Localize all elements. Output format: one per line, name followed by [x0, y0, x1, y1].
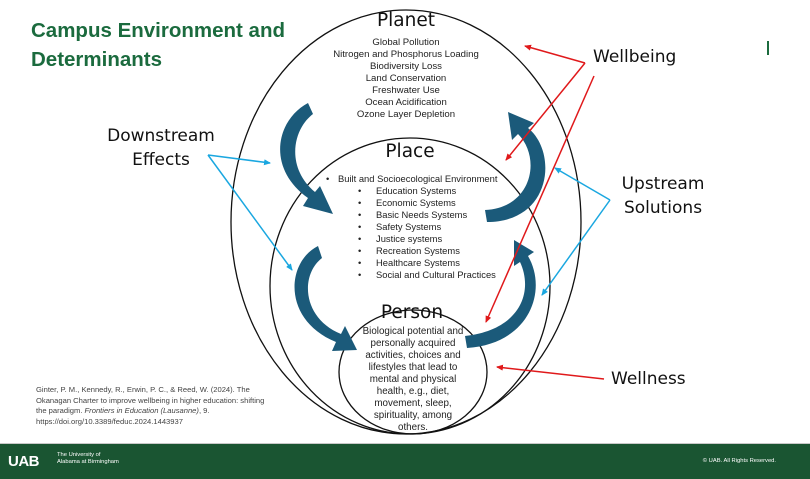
- wellness-label: Wellness: [611, 369, 686, 389]
- planet-items: Global Pollution Nitrogen and Phosphorus…: [330, 37, 482, 121]
- upstream-pointer-upper: [554, 167, 611, 201]
- accent-bar: [767, 41, 769, 55]
- place-title: Place: [385, 141, 435, 162]
- planet-title: Planet: [377, 10, 435, 31]
- planet-item: Nitrogen and Phosphorus Loading: [333, 49, 479, 60]
- downstream-effects-label: Downstream Effects: [107, 126, 215, 170]
- upstream-arrow-upper: [485, 112, 546, 222]
- wellbeing-pointer-planet: [524, 44, 586, 64]
- downstream-pointer-upper: [207, 154, 271, 166]
- planet-item: Ozone Layer Depletion: [356, 109, 456, 120]
- person-description: Biological potential and personally acqu…: [362, 326, 464, 433]
- wellbeing-pointer-place: [505, 62, 586, 161]
- uab-logo-subtitle: The University of Alabama at Birmingham: [57, 452, 119, 465]
- planet-item: Biodiversity Loss: [370, 61, 442, 72]
- upstream-arrow-lower: [465, 240, 536, 348]
- downstream-pointer-lower: [207, 154, 293, 271]
- slide-title: Campus Environment and Determinants: [31, 16, 285, 74]
- downstream-arrow-lower: [294, 246, 357, 351]
- wellbeing-pointer-person: [485, 75, 595, 323]
- planet-item: Freshwater Use: [372, 85, 440, 96]
- planet-item: Global Pollution: [372, 37, 440, 48]
- upstream-solutions-label: Upstream Solutions: [621, 174, 705, 218]
- copyright-text: © UAB. All Rights Reserved.: [702, 458, 776, 464]
- planet-item: Ocean Acidification: [365, 97, 447, 108]
- person-circle: [338, 309, 488, 435]
- downstream-arrow-upper: [280, 103, 333, 214]
- upstream-pointer-lower: [541, 199, 611, 296]
- citation-doi-link[interactable]: https://doi.org/10.3389/feduc.2024.14439…: [36, 416, 183, 426]
- bullet: •: [326, 173, 330, 184]
- slide-title-line-1: Campus Environment and: [31, 19, 286, 42]
- wellness-pointer: [496, 364, 605, 380]
- planet-item: Land Conservation: [365, 73, 447, 84]
- footer-bar: UAB The University of Alabama at Birming…: [0, 443, 810, 479]
- wellbeing-label: Wellbeing: [593, 47, 677, 67]
- slide-title-line-2: Determinants: [31, 48, 163, 71]
- uab-logo: UAB: [8, 453, 40, 470]
- citation: Ginter, P. M., Kennedy, R., Erwin, P. C.…: [36, 385, 265, 426]
- person-title: Person: [380, 302, 444, 323]
